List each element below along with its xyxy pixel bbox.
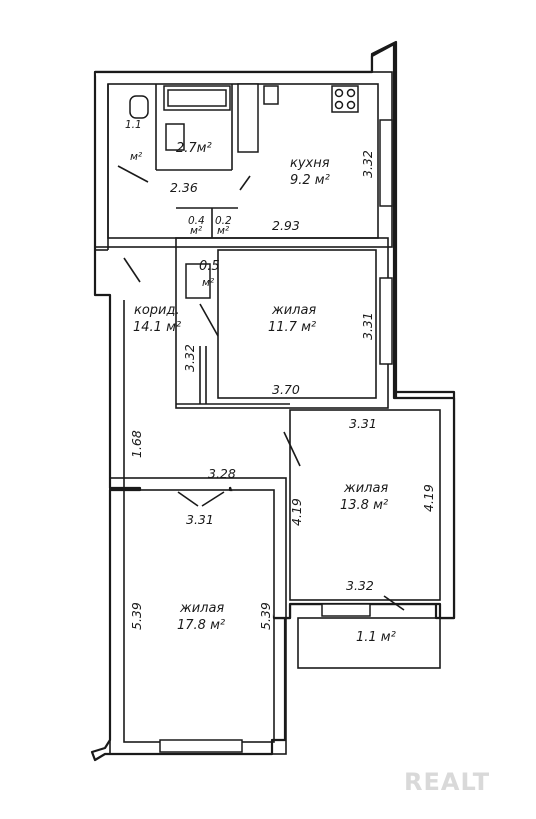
wc-unit: м² — [130, 151, 143, 163]
wc-area: 1.1 — [125, 119, 142, 131]
watermark: REALT — [404, 768, 490, 796]
dim-corr-w: 3.28 — [208, 466, 236, 481]
closet3-unit: м² — [202, 277, 215, 289]
dim-living1-h: 3.31 — [360, 312, 375, 340]
living2-area: 13.8 м² — [340, 498, 388, 513]
bath-area: 2.7м² — [176, 141, 212, 156]
closet2-area: 0.2 — [215, 215, 232, 227]
outer-walls — [90, 40, 456, 762]
dimension-labels: 3.32 2.36 2.93 3.31 3.32 3.70 3.31 1.68 … — [129, 150, 436, 630]
dim-corr-h: 3.32 — [182, 344, 197, 372]
dim-kitchen-w: 2.93 — [272, 218, 300, 233]
dim-living3-top: 3.31 — [186, 512, 214, 527]
living2-window — [321, 603, 371, 617]
stove — [331, 85, 359, 113]
living3-door-b — [201, 491, 225, 507]
counter — [237, 83, 259, 153]
closet3 — [185, 263, 211, 299]
balcony-door — [383, 595, 405, 611]
toilet — [129, 95, 149, 119]
living2-name: жилая — [343, 481, 388, 496]
kitchen-name: кухня — [290, 156, 330, 171]
corridor-area: 14.1 м² — [133, 320, 181, 335]
wc-door — [117, 165, 149, 183]
dim-kitchen-h: 3.32 — [360, 150, 375, 178]
kitchen-window — [379, 119, 393, 207]
living1-window — [379, 277, 393, 365]
corridor-name: корид. — [134, 303, 180, 318]
dim-living2-top: 3.31 — [349, 416, 377, 431]
living3-window — [159, 739, 243, 753]
fixtures — [129, 83, 359, 299]
windows — [159, 119, 393, 753]
living1-door — [199, 303, 219, 337]
living3-name: жилая — [179, 601, 224, 616]
doors — [117, 165, 405, 611]
closet1-unit: м² — [190, 225, 203, 237]
sink — [263, 85, 279, 105]
dim-living2-bottom: 3.32 — [346, 578, 374, 593]
dim-living3-right: 5.39 — [258, 602, 273, 630]
dim-living2-right: 4.19 — [421, 484, 436, 512]
room-labels: 1.1 м² 2.7м² кухня 9.2 м² 0.4 м² 0.2 м² … — [125, 119, 396, 645]
kitchen-door — [239, 175, 251, 191]
living3-area: 17.8 м² — [177, 618, 225, 633]
washbasin — [165, 123, 185, 151]
dim-living3-left: 5.39 — [129, 602, 144, 630]
dim-living1-w: 3.70 — [272, 382, 300, 397]
closet2-unit: м² — [217, 225, 230, 237]
dim-corr-lower: 1.68 — [129, 430, 144, 458]
entrance-door — [123, 257, 141, 283]
balcony-area: 1.1 м² — [356, 630, 396, 645]
living1-name: жилая — [271, 303, 316, 318]
living1-area: 11.7 м² — [268, 320, 316, 335]
living3-door-a — [177, 491, 199, 507]
closet1-area: 0.4 — [188, 215, 205, 227]
closet3-area: 0.5 — [199, 259, 220, 274]
dim-corr-top: 2.36 — [170, 180, 198, 195]
kitchen-area: 9.2 м² — [290, 173, 330, 188]
dim-living2-left: 4.19 — [289, 498, 304, 526]
living2-door — [283, 431, 301, 467]
